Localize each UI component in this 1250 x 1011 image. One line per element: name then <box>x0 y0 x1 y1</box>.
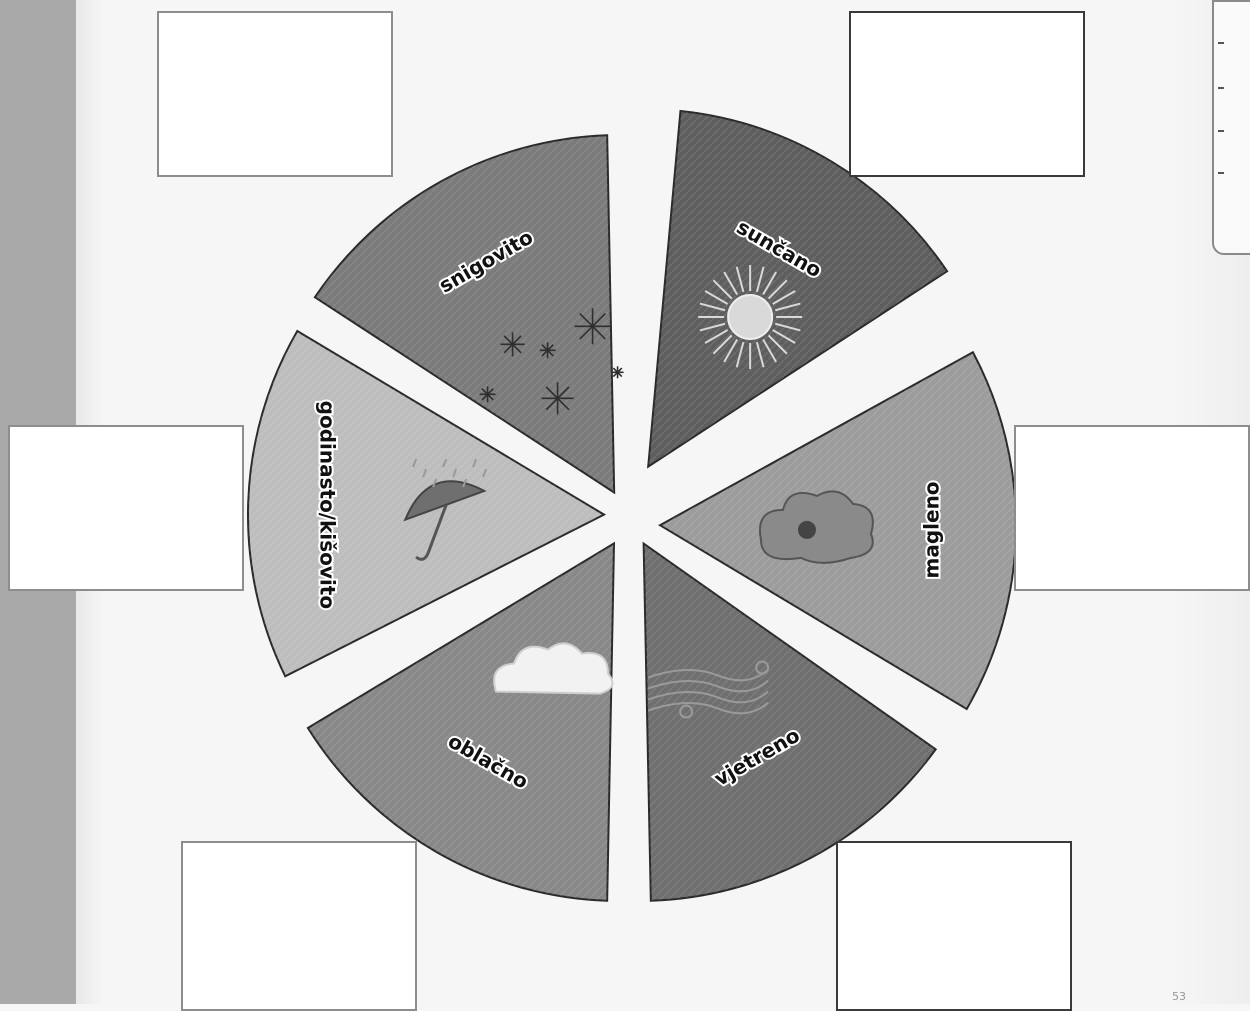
answer-box-middle-left[interactable] <box>8 425 244 591</box>
answer-box-top-left[interactable] <box>157 11 393 177</box>
label-rainy: godinasto/kišovito <box>316 401 340 609</box>
label-foggy: magleno <box>919 481 943 578</box>
answer-box-bottom-right[interactable] <box>836 841 1072 1011</box>
answer-box-middle-right[interactable] <box>1014 425 1250 591</box>
answer-box-top-right[interactable] <box>849 11 1085 177</box>
sun-icon <box>698 265 802 369</box>
page-number: 53 <box>1172 990 1186 1003</box>
answer-box-bottom-left[interactable] <box>181 841 417 1011</box>
